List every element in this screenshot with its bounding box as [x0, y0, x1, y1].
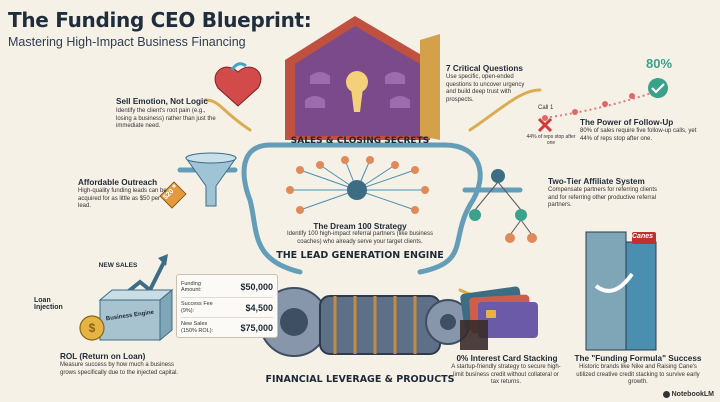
lead-gen-banner: THE LEAD GENERATION ENGINE — [276, 250, 444, 261]
notebooklm-icon — [662, 391, 670, 398]
network-hub-icon — [286, 156, 429, 214]
machine-gear-icon — [259, 287, 471, 357]
follow-up-title: The Power of Follow-Up — [580, 118, 674, 127]
keyhole-door-icon — [285, 16, 440, 140]
table-cell-label: New Sales (150% ROL): — [181, 321, 214, 334]
critical-questions-body: Use specific, open-ended questions to un… — [446, 74, 525, 103]
critical-questions-title: 7 Critical Questions — [446, 64, 523, 73]
table-row: Success Fee (9%): $4,500 — [181, 297, 273, 317]
table-cell-label: Funding Amount: — [181, 280, 202, 293]
footer-brand: NotebookLM — [671, 391, 714, 398]
rol-title: ROL (Return on Loan) — [60, 352, 146, 361]
table-cell-value: $50,000 — [240, 282, 273, 292]
sales-closing-banner: SALES & CLOSING SECRETS — [290, 136, 430, 146]
credit-cards-icon — [460, 286, 538, 350]
follow-up-percent: 80% — [646, 56, 673, 71]
follow-up-call-label: Call 1 — [538, 105, 554, 111]
follow-up-chart — [537, 78, 668, 133]
notebooklm-logo: NotebookLM — [662, 391, 714, 398]
price-tag-icon — [159, 181, 187, 209]
affiliate-tree-icon — [469, 169, 537, 243]
page-title: The Funding CEO Blueprint: — [8, 8, 312, 32]
table-row: Funding Amount: $50,000 — [181, 277, 273, 297]
follow-up-body: 80% of sales require five follow-up call… — [580, 128, 697, 142]
dream-100-body: Identify 100 high-impact referral partne… — [286, 231, 434, 245]
dream-100-title: The Dream 100 Strategy — [313, 222, 407, 231]
heart-icon — [214, 62, 262, 107]
rol-body: Measure success by how much a business g… — [60, 362, 179, 376]
two-tier-title: Two-Tier Affiliate System — [548, 177, 645, 186]
follow-up-stop-label: 44% of reps stop after one — [526, 134, 576, 147]
table-cell-value: $4,500 — [245, 302, 273, 313]
two-tier-body: Compensate partners for referring client… — [548, 187, 658, 208]
financial-leverage-banner: FINANCIAL LEVERAGE & PRODUCTS — [265, 374, 455, 385]
svg-text:$: $ — [89, 321, 96, 335]
card-stacking-body: A startup-friendly strategy to secure hi… — [451, 364, 561, 385]
funding-formula-body: Historic brands like Nike and Raising Ca… — [576, 364, 700, 385]
sell-emotion-title: Sell Emotion, Not Logic — [116, 97, 208, 106]
skyline-icon — [585, 231, 657, 351]
canes-sign: Canes — [632, 233, 654, 240]
business-engine-box — [98, 288, 174, 342]
new-sales-label: NEW SALES — [98, 262, 138, 269]
funding-formula-title: The "Funding Formula" Success — [574, 354, 702, 363]
checkmark-icon — [648, 78, 668, 98]
page-subtitle: Mastering High-Impact Business Financing — [8, 35, 246, 49]
table-cell-value: $75,000 — [240, 322, 273, 333]
funnel-icon — [185, 152, 237, 207]
affordable-outreach-body: High-quality funding leads can be acquir… — [78, 188, 167, 209]
funding-table: Funding Amount: $50,000 Success Fee (9%)… — [176, 274, 278, 338]
coin-icon: $ — [79, 315, 105, 341]
table-cell-label: Success Fee (9%): — [181, 301, 213, 314]
loan-injection-label: Loan Injection — [34, 297, 63, 311]
table-row: New Sales (150% ROL): $75,000 — [181, 317, 273, 337]
card-stacking-title: 0% Interest Card Stacking — [456, 354, 558, 363]
affordable-outreach-title: Affordable Outreach — [78, 178, 158, 187]
sell-emotion-body: Identify the client's root pain (e.g., l… — [116, 108, 216, 129]
x-mark-icon — [537, 117, 553, 133]
